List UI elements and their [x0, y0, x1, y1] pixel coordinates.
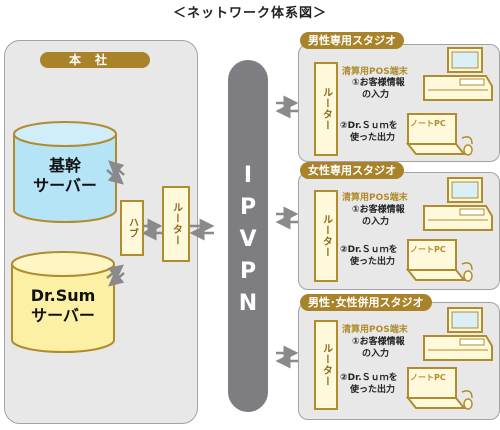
diagram-title: ＜ネットワーク体系図＞ — [172, 6, 327, 21]
pos-terminal-icon — [423, 47, 493, 101]
drsum-server-icon — [11, 251, 115, 353]
studio-router-women: ルーター — [314, 190, 338, 282]
pos-label-women: 清算用POS端末 — [342, 193, 408, 203]
output-text-shared: ②Dr.Ｓｕｍを 使った出力 — [340, 373, 398, 395]
laptop-icon — [405, 113, 473, 156]
output-text-men: ②Dr.Ｓｕｍを 使った出力 — [340, 121, 398, 143]
drsum-server-label: Dr.Sum サーバー — [30, 286, 96, 325]
laptop-icon — [405, 239, 473, 282]
studio-title-women: 女性専用スタジオ — [300, 162, 404, 179]
studio-router-men: ルーター — [314, 62, 338, 156]
core-server-label: 基幹 サーバー — [33, 156, 97, 195]
studio-title-men: 男性専用スタジオ — [300, 32, 404, 49]
pos-terminal-icon — [423, 177, 493, 231]
output-text-women: ②Dr.Ｓｕｍを 使った出力 — [340, 245, 398, 267]
input-text-women: ①お客様情報 の入力 — [352, 205, 405, 227]
studio-title-shared: 男性･女性併用スタジオ — [300, 294, 432, 311]
core-server-icon — [13, 121, 117, 223]
pos-label-men: 清算用POS端末 — [342, 67, 408, 77]
headquarters-label: 本社 — [40, 52, 150, 68]
hq-router-box: ルーター — [162, 186, 190, 262]
laptop-label-women: ノートPC — [410, 245, 446, 254]
pos-label-shared: 清算用POS端末 — [342, 325, 408, 335]
input-text-shared: ①お客様情報 の入力 — [352, 337, 405, 359]
pos-terminal-icon — [423, 307, 493, 361]
laptop-label-shared: ノートPC — [410, 373, 446, 382]
laptop-icon — [405, 367, 473, 410]
studio-router-shared: ルーター — [314, 320, 338, 410]
ip-vpn-cloud — [228, 60, 268, 412]
input-text-men: ①お客様情報 の入力 — [352, 78, 405, 100]
ip-vpn-label: I P V P N — [238, 163, 258, 316]
laptop-label-men: ノートPC — [410, 119, 446, 128]
hub-box: ハブ — [120, 200, 144, 256]
